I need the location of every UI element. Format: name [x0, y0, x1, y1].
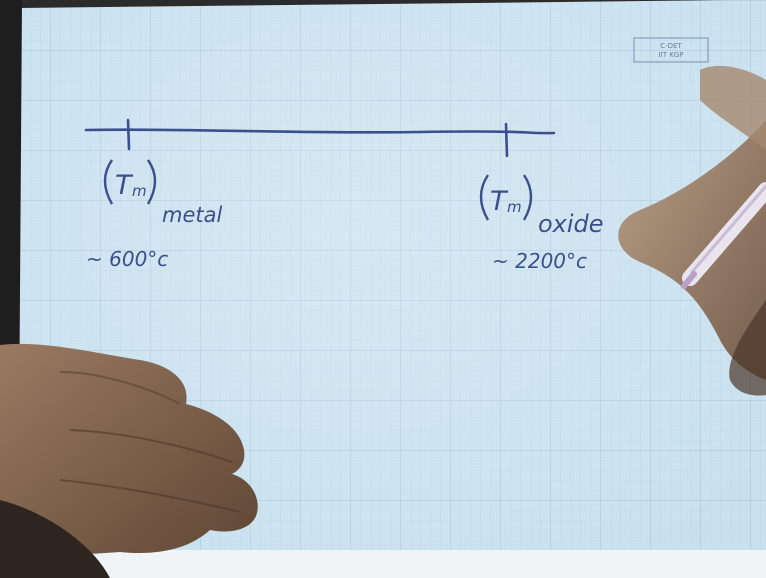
tick-oxide	[504, 122, 509, 158]
oxide-melting-point-label: T m oxide ~ 2200°c	[479, 174, 604, 273]
right-hand-with-pen	[618, 65, 766, 396]
stamp-line-1: C-DET	[660, 42, 682, 50]
stamp-line-2: IIT KGP	[659, 51, 684, 59]
metal-m-subscript: m	[132, 182, 147, 200]
oxide-m-subscript: m	[507, 198, 522, 216]
oxide-t-symbol: T	[490, 186, 509, 217]
metal-melting-point-label: T m metal ~ 600°c	[86, 159, 222, 271]
metal-subscript-label: metal	[162, 203, 222, 227]
metal-t-symbol: T	[115, 170, 134, 201]
temperature-axis-line	[84, 118, 556, 158]
metal-value: ~ 600°c	[86, 247, 168, 271]
tick-metal	[126, 118, 131, 151]
oxide-subscript-label: oxide	[538, 210, 604, 238]
oxide-value: ~ 2200°c	[492, 249, 587, 273]
stamp-box: C-DET IIT KGP	[633, 37, 709, 63]
pen	[682, 182, 766, 286]
left-hand	[0, 343, 258, 578]
